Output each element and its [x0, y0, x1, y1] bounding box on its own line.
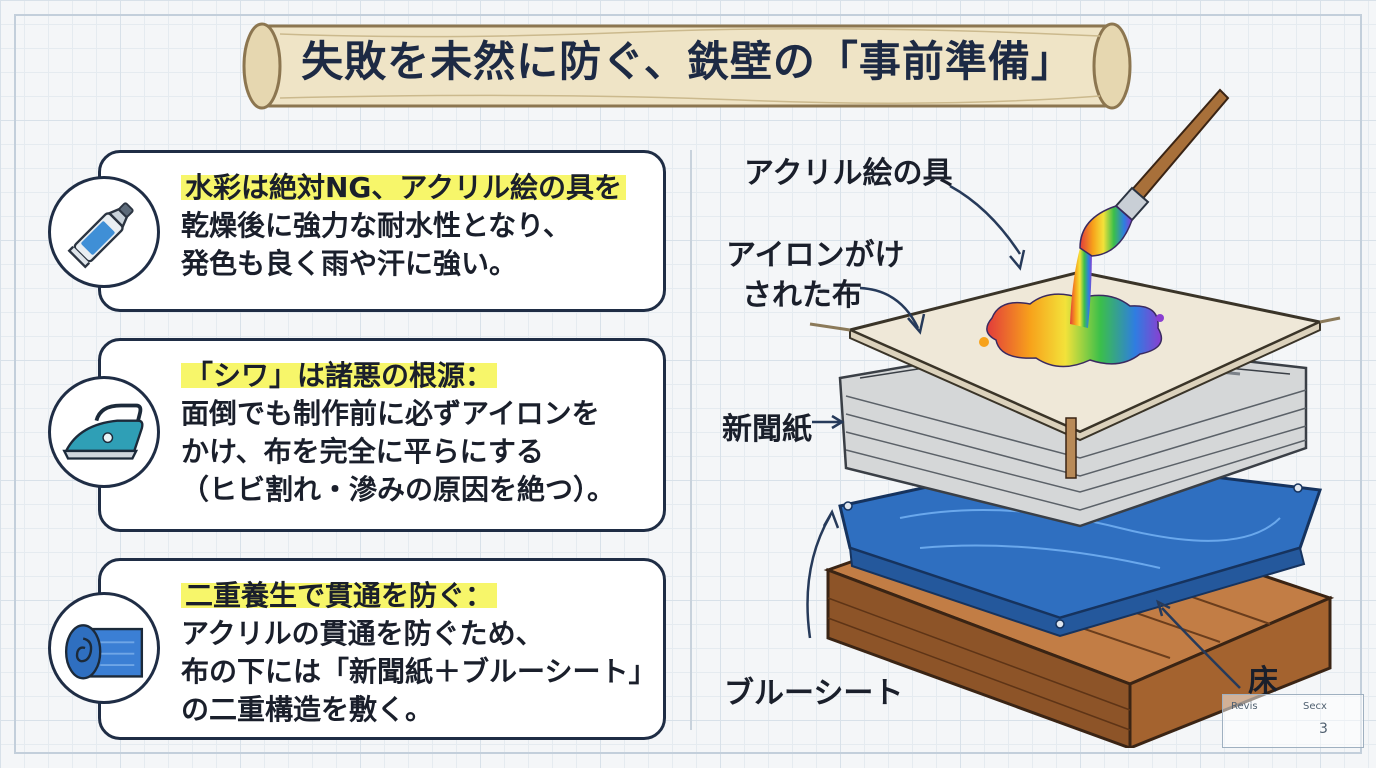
paintbrush-icon	[1079, 88, 1230, 257]
card-text-line: （ヒビ割れ・滲みの原因を絶つ）。	[181, 473, 616, 506]
label-ironed-cloth-line2: された布	[742, 278, 862, 313]
stamp-right-text: Secx	[1303, 701, 1327, 712]
pointer-arrows	[806, 184, 1241, 689]
paint-tube-icon	[48, 176, 160, 288]
card-text-line: 面倒でも制作前に必ずアイロンを	[181, 397, 600, 430]
layer-diagram	[806, 88, 1341, 748]
card-acrylic-paint: 水彩は絶対NG、アクリル絵の具を 乾燥後に強力な耐水性となり、 発色も良く雨や汗…	[98, 150, 666, 312]
drawing-stamp: Revis Secx 3	[1222, 694, 1364, 748]
card-heading: 水彩は絶対NG、アクリル絵の具を	[181, 171, 627, 204]
paint-puddle-illustration	[979, 248, 1164, 368]
label-newspaper: 新聞紙	[722, 412, 812, 447]
page-title: 失敗を未然に防ぐ、鉄壁の「事前準備」	[301, 36, 1074, 86]
stamp-number: 3	[1319, 721, 1328, 737]
stamp-left-text: Revis	[1231, 701, 1258, 712]
blue-sheet-roll-icon	[48, 592, 160, 704]
scroll-icon	[242, 22, 1132, 110]
card-text-line: 乾燥後に強力な耐水性となり、	[181, 209, 572, 242]
card-double-protection: 二重養生で貫通を防ぐ： アクリルの貫通を防ぐため、 布の下には「新聞紙＋ブルーシ…	[98, 558, 666, 740]
card-wrinkles: 「シワ」は諸悪の根源： 面倒でも制作前に必ずアイロンを かけ、布を完全に平らにす…	[98, 338, 666, 532]
card-text-line: かけ、布を完全に平らにする	[181, 435, 544, 468]
card-heading: 「シワ」は諸悪の根源：	[181, 359, 498, 392]
card-text-line: 布の下には「新聞紙＋ブルーシート」	[181, 655, 657, 688]
iron-icon	[48, 376, 160, 488]
card-heading: 二重養生で貫通を防ぐ：	[181, 579, 498, 612]
card-text-line: の二重構造を敷く。	[181, 693, 434, 726]
card-text-line: 発色も良く雨や汗に強い。	[181, 247, 518, 280]
title-scroll-banner: 失敗を未然に防ぐ、鉄壁の「事前準備」	[240, 12, 1135, 112]
label-ironed-cloth-line1: アイロンがけ	[726, 238, 905, 273]
page-frame	[14, 14, 1362, 754]
label-acrylic-paint: アクリル絵の具	[744, 156, 953, 191]
column-divider	[690, 150, 692, 730]
label-blue-sheet: ブルーシート	[724, 676, 904, 711]
card-text-line: アクリルの貫通を防ぐため、	[181, 617, 544, 650]
label-floor: 床	[1248, 664, 1278, 699]
